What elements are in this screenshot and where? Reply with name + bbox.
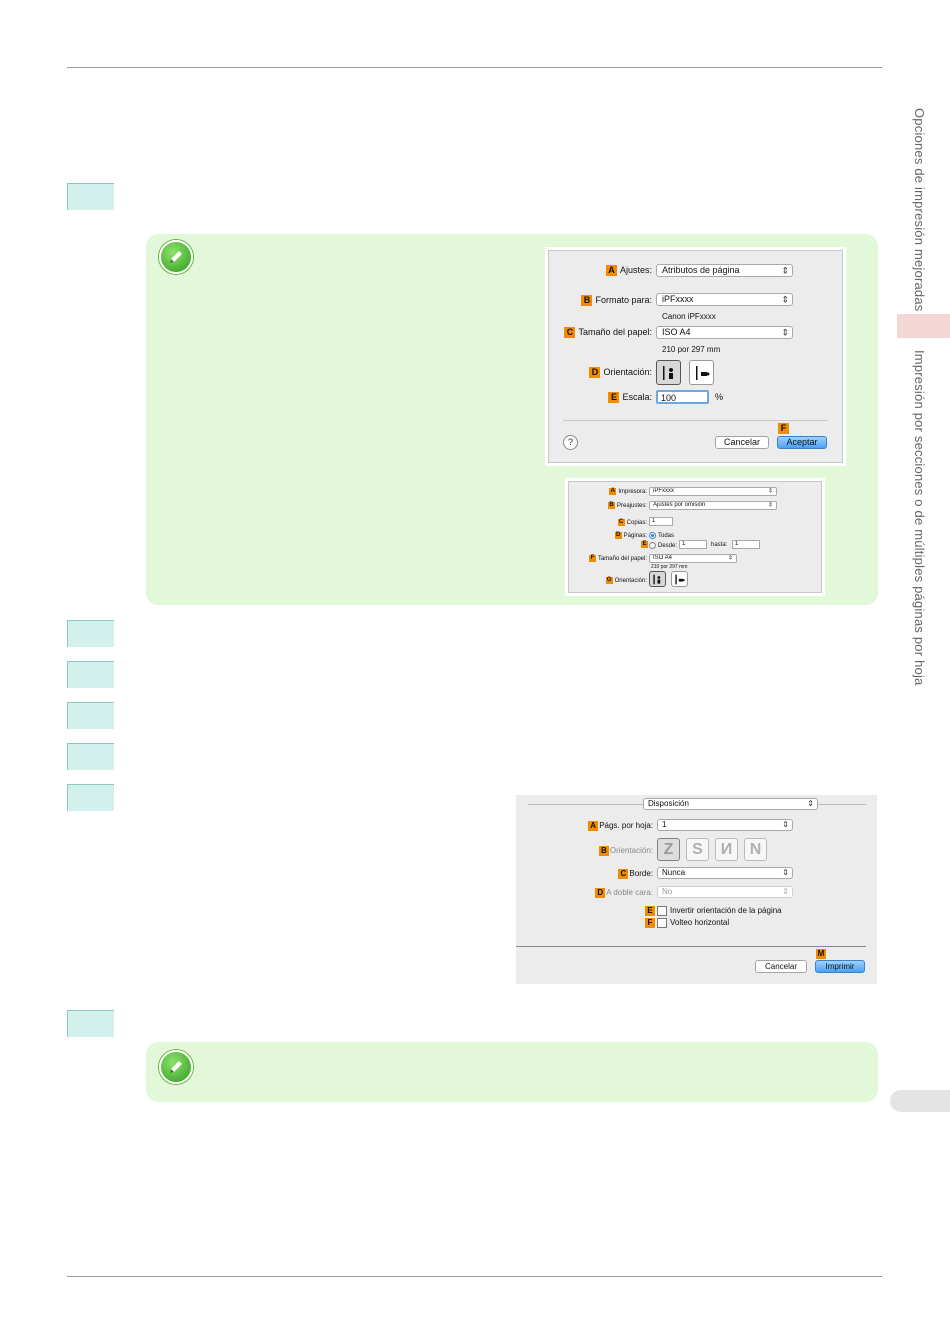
checkbox-icon (657, 918, 667, 928)
ajustes-select[interactable]: Atributos de página⇕ (656, 264, 793, 277)
page-tab (890, 1090, 950, 1112)
escala-input[interactable]: 100 (656, 390, 709, 404)
help-button[interactable]: ? (563, 435, 578, 450)
sidebar-active-tab (897, 314, 950, 338)
desde-radio[interactable]: Desde: (649, 542, 677, 549)
landscape-icon (675, 574, 685, 584)
updown-icon: ⇕ (727, 555, 733, 561)
sidebar-section-title: Opciones de impresión mejoradas (912, 108, 927, 312)
copias-input[interactable]: 1 (649, 517, 673, 526)
layout-n-icon: N (749, 840, 762, 858)
sidebar-subsection-title: Impresión por secciones o de múltiples p… (912, 350, 927, 686)
desde-input[interactable]: 1 (679, 540, 707, 549)
step-marker (67, 183, 114, 210)
note-box (146, 1042, 878, 1102)
step-marker (67, 702, 114, 729)
updown-icon: ⇕ (782, 887, 789, 896)
layout-s-button[interactable]: S (686, 838, 709, 861)
landscape-icon (695, 365, 709, 380)
layout-z-icon: Z (663, 840, 674, 858)
updown-icon: ⇕ (767, 488, 773, 494)
landscape-orientation-button[interactable] (671, 571, 688, 587)
cancel-button[interactable]: Cancelar (755, 960, 807, 973)
todas-radio[interactable]: Todas (649, 532, 674, 539)
badge-e: E (641, 541, 648, 548)
step-marker (67, 661, 114, 688)
preajustes-select[interactable]: Ajustes por omisión⇕ (649, 501, 777, 510)
updown-icon: ⇕ (781, 294, 789, 304)
tamano-sub: 210 por 297 mm (651, 564, 688, 570)
tamano-sub: 210 por 297 mm (662, 345, 721, 354)
borde-select[interactable]: Nunca⇕ (657, 867, 793, 879)
tamano-select[interactable]: ISO A4⇕ (649, 554, 737, 563)
updown-icon: ⇕ (781, 265, 789, 275)
hasta-input[interactable]: 1 (732, 540, 760, 549)
tamano-select[interactable]: ISO A4⇕ (656, 326, 793, 339)
hasta-label: hasta: (711, 542, 728, 548)
checkbox-icon (657, 906, 667, 916)
portrait-orientation-button[interactable] (649, 571, 666, 587)
layout-n-button[interactable]: N (744, 838, 767, 861)
formato-select[interactable]: iPFxxxx⇕ (656, 293, 793, 306)
updown-icon: ⇕ (782, 820, 789, 829)
step-marker (67, 784, 114, 811)
layout-u-button[interactable]: И (715, 838, 738, 861)
header-rule (67, 67, 882, 68)
step-marker (67, 1010, 114, 1037)
portrait-orientation-button[interactable] (656, 360, 681, 385)
formato-sub: Canon iPFxxxx (662, 312, 716, 321)
disposicion-select[interactable]: Disposición⇕ (643, 798, 818, 810)
ok-button[interactable]: Aceptar (777, 436, 827, 449)
pencil-note-icon (159, 240, 193, 274)
cancel-button[interactable]: Cancelar (715, 436, 769, 449)
updown-icon: ⇕ (807, 799, 814, 808)
radio-selected-icon (649, 532, 656, 539)
footer-line (516, 946, 866, 947)
layout-s-icon: S (692, 840, 703, 858)
doble-select[interactable]: No⇕ (657, 886, 793, 898)
impresora-select[interactable]: iPFxxxx⇕ (649, 487, 777, 496)
footer-rule (67, 1276, 882, 1277)
updown-icon: ⇕ (781, 327, 789, 337)
portrait-icon (653, 574, 661, 584)
badge-a: A (605, 265, 617, 277)
badge-m: M (816, 949, 826, 959)
updown-icon: ⇕ (782, 868, 789, 877)
portrait-icon (662, 365, 673, 380)
radio-icon (649, 542, 656, 549)
updown-icon: ⇕ (767, 502, 773, 508)
pencil-note-icon (159, 1050, 193, 1084)
layout-u-icon: И (720, 840, 733, 858)
dialog-separator (563, 420, 828, 421)
escala-unit: % (715, 392, 724, 402)
landscape-orientation-button[interactable] (689, 360, 714, 385)
print-button[interactable]: Imprimir (815, 960, 865, 973)
step-marker (67, 620, 114, 647)
pags-select[interactable]: 1⇕ (657, 819, 793, 831)
badge-f: F (778, 423, 789, 435)
layout-z-button[interactable]: Z (657, 838, 680, 861)
step-marker (67, 743, 114, 770)
